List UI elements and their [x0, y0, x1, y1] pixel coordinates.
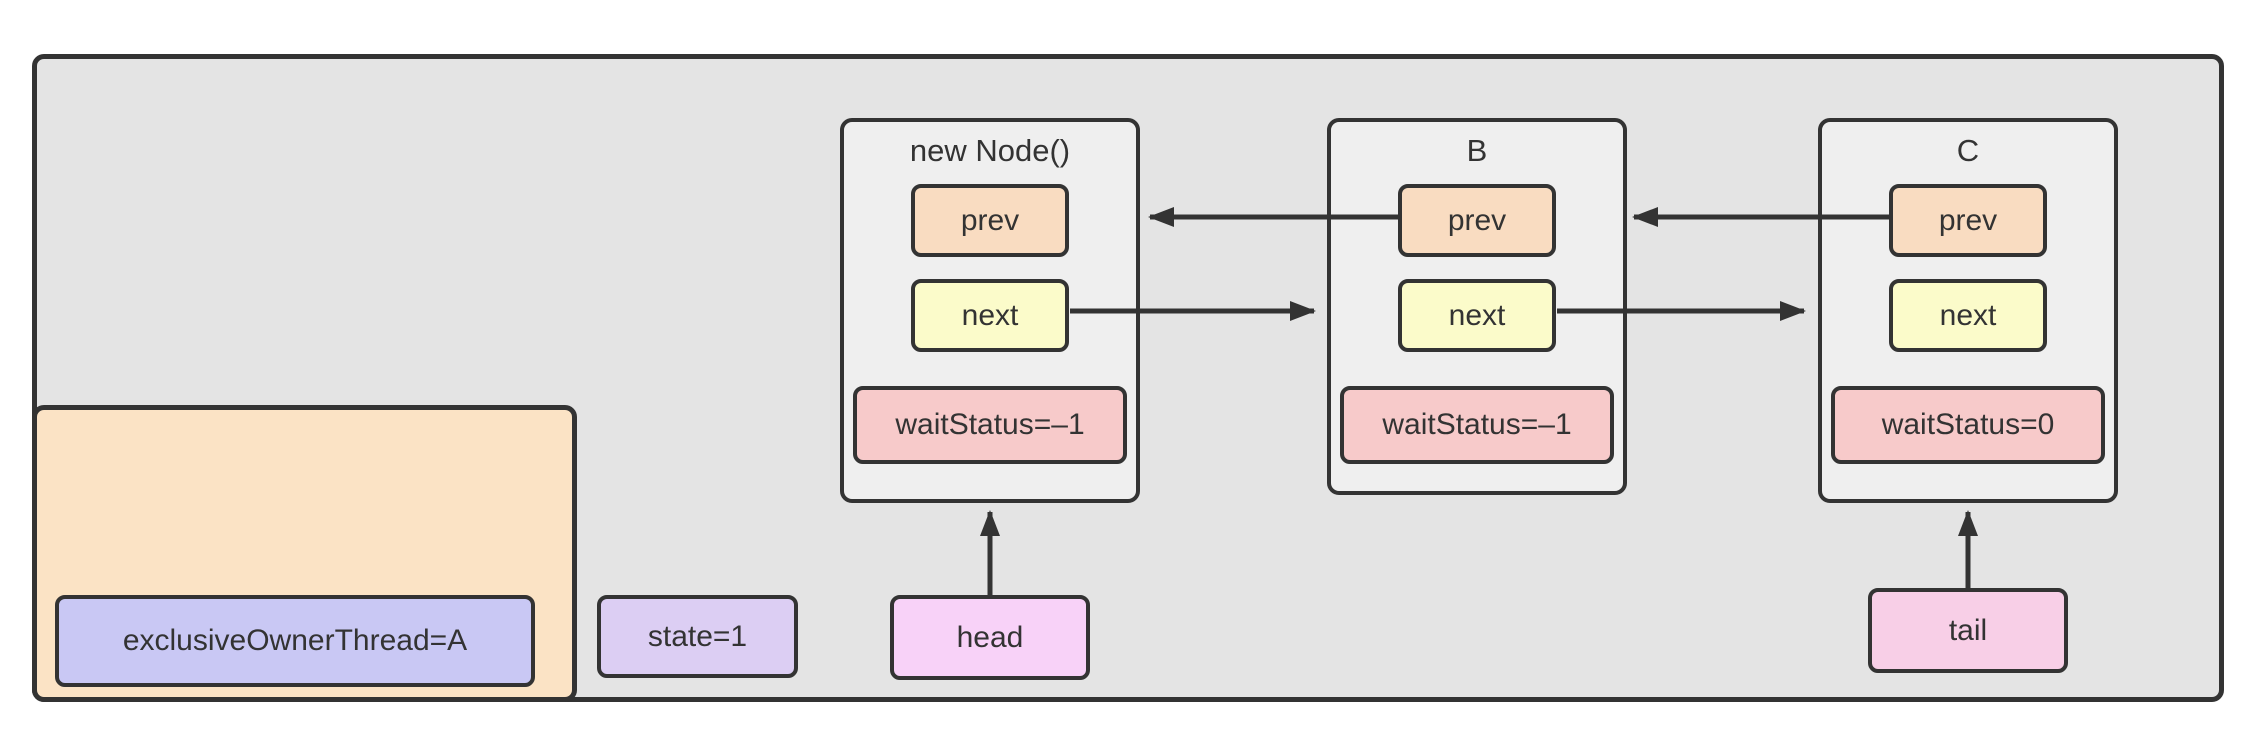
node-b: B prev next waitStatus=–1	[1327, 118, 1627, 495]
node-title: B	[1466, 133, 1488, 168]
prev-field: prev	[1889, 184, 2047, 257]
node-title: C	[1956, 133, 1980, 168]
wait-status-field: waitStatus=–1	[853, 386, 1127, 464]
exclusive-owner-thread-box: exclusiveOwnerThread=A	[55, 595, 535, 687]
next-field: next	[1889, 279, 2047, 352]
state-box: state=1	[597, 595, 798, 678]
prev-field: prev	[1398, 184, 1556, 257]
next-field: next	[911, 279, 1069, 352]
head-pointer-box: head	[890, 595, 1090, 680]
node-title: new Node()	[909, 133, 1071, 168]
wait-status-field: waitStatus=0	[1831, 386, 2105, 464]
prev-field: prev	[911, 184, 1069, 257]
node-c: C prev next waitStatus=0	[1818, 118, 2118, 503]
wait-status-field: waitStatus=–1	[1340, 386, 1614, 464]
node-new-node: new Node() prev next waitStatus=–1	[840, 118, 1140, 503]
next-field: next	[1398, 279, 1556, 352]
tail-pointer-box: tail	[1868, 588, 2068, 673]
